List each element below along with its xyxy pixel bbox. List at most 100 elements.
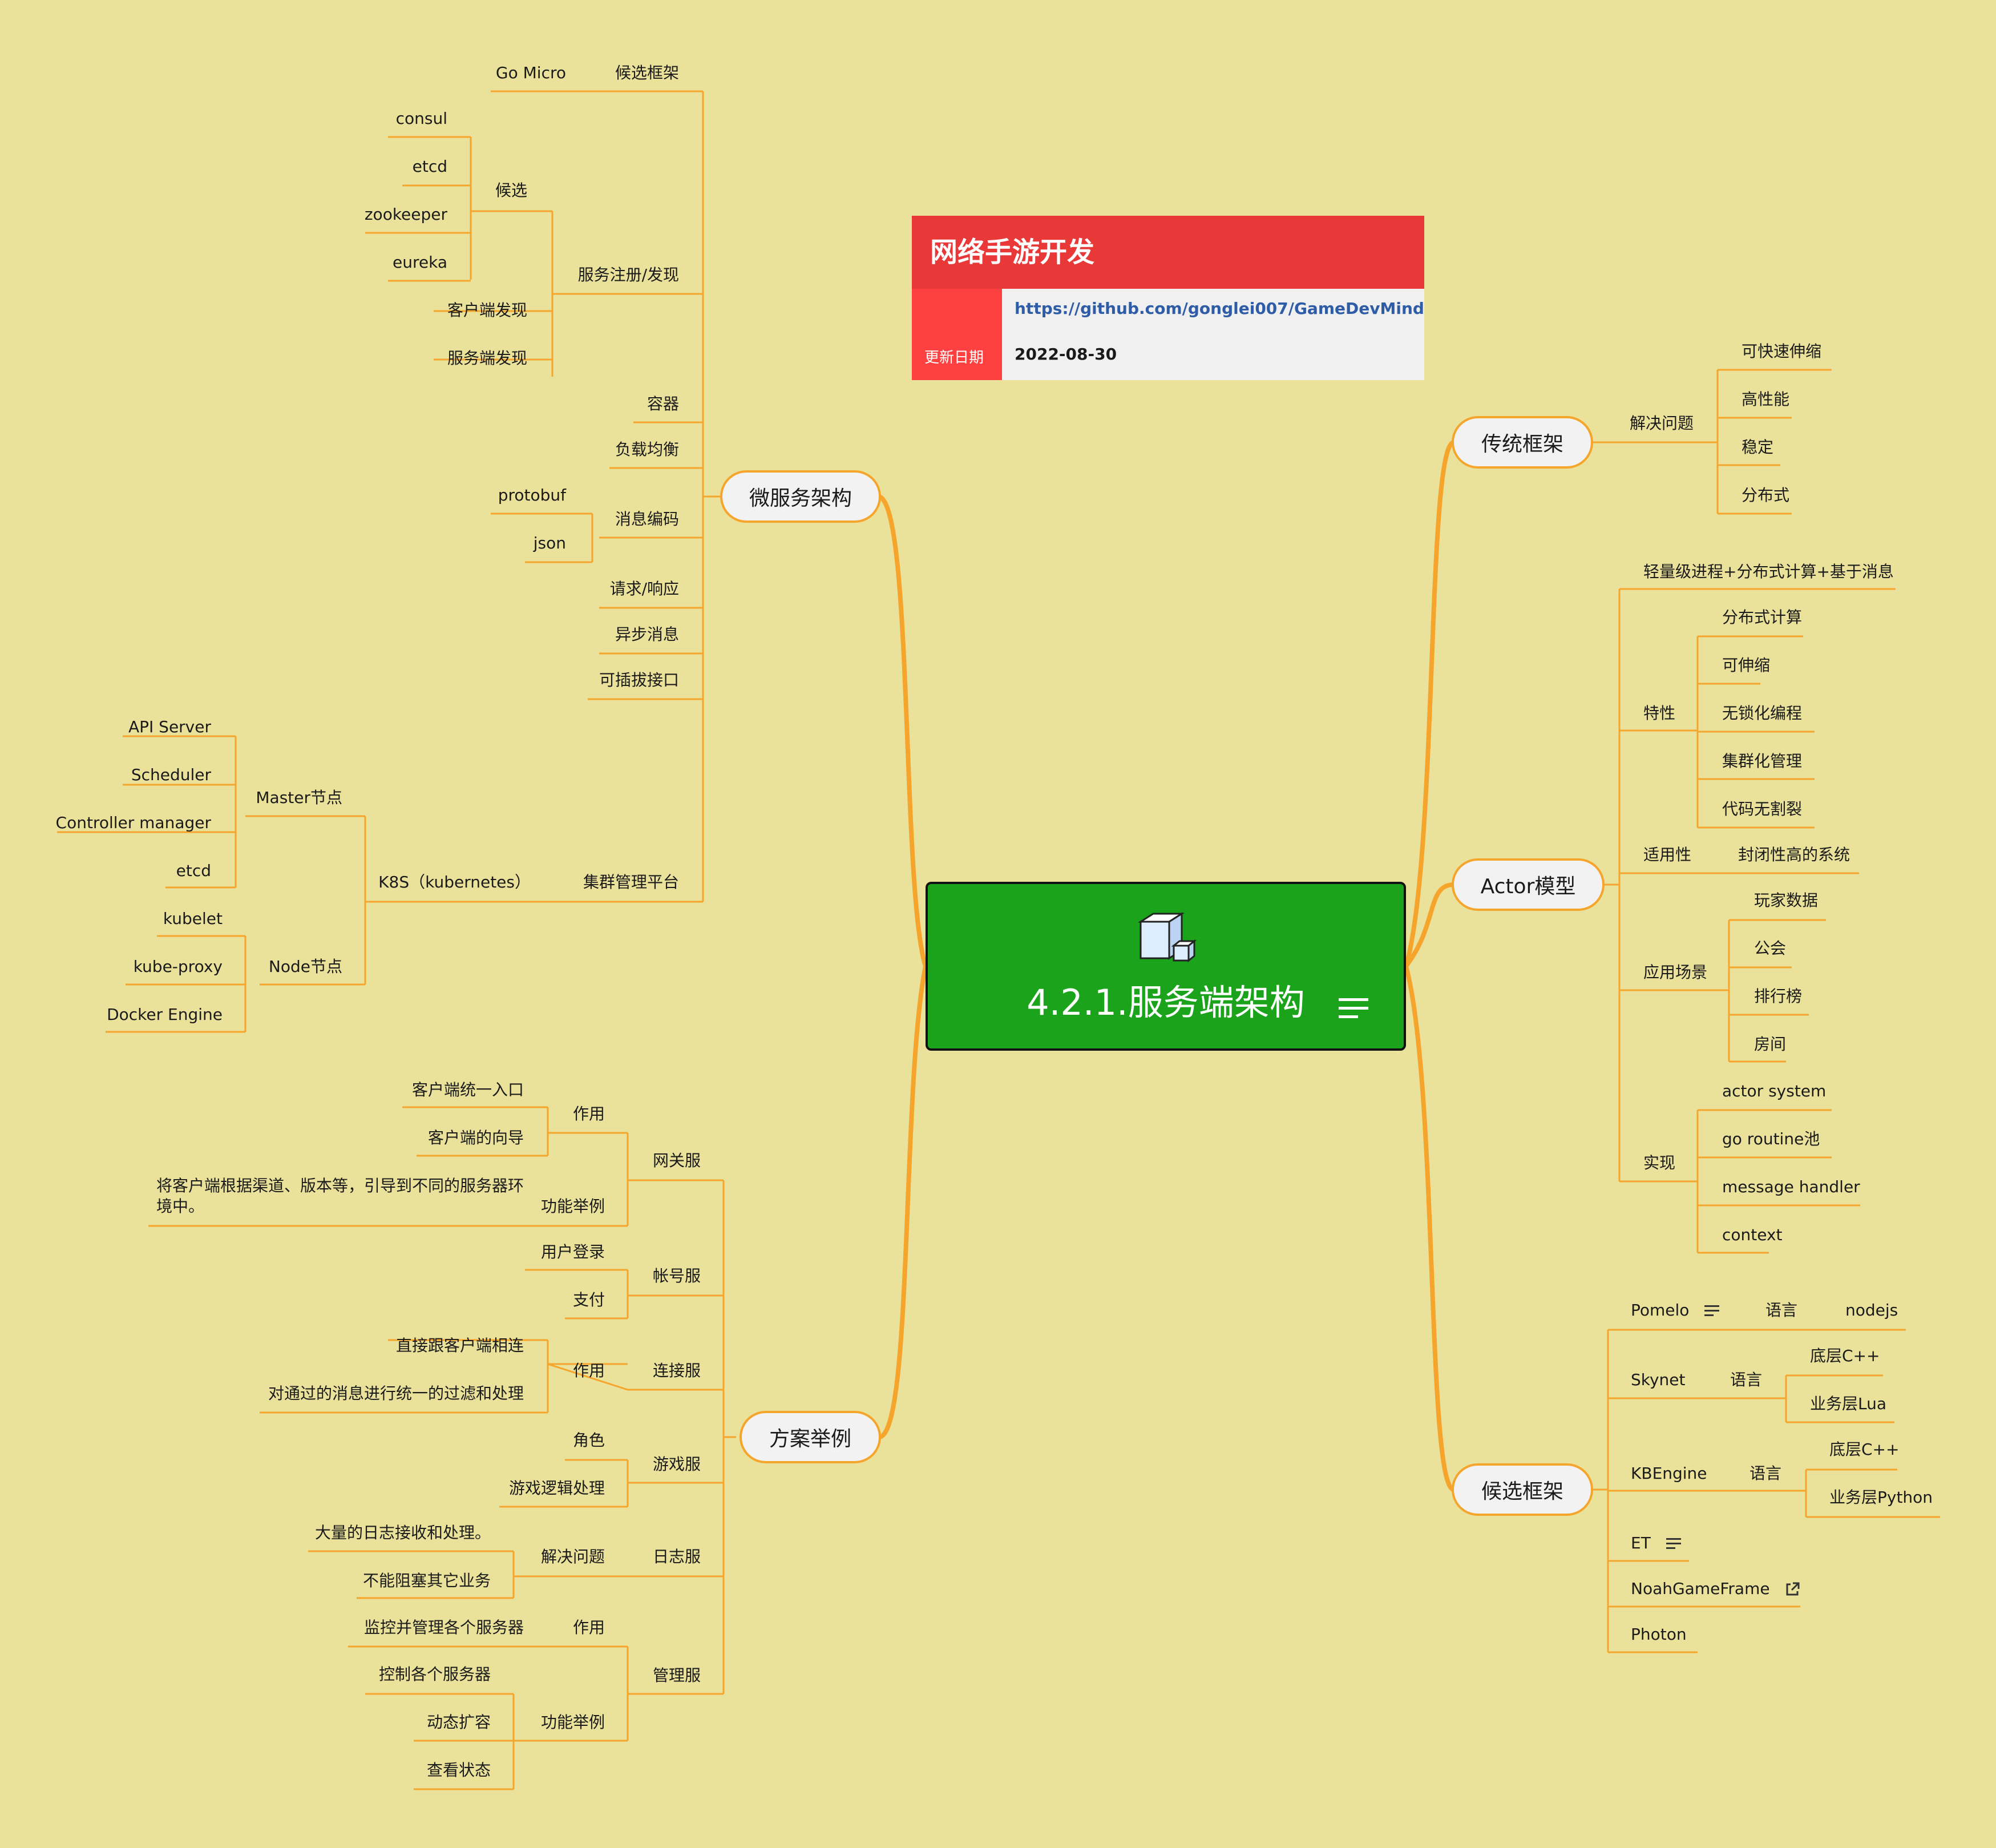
node-mgr-monitor[interactable]: 监控并管理各个服务器 bbox=[363, 1618, 524, 1637]
node-docker[interactable]: Docker Engine bbox=[107, 1005, 223, 1024]
node-protobuf[interactable]: protobuf bbox=[498, 486, 566, 505]
branch-microservices[interactable]: 微服务架构 bbox=[720, 470, 881, 523]
node-log[interactable]: 日志服 bbox=[652, 1547, 701, 1566]
node-s-room[interactable]: 房间 bbox=[1754, 1035, 1787, 1054]
branch-actor[interactable]: Actor模型 bbox=[1452, 858, 1605, 911]
node-json[interactable]: json bbox=[533, 534, 566, 552]
node-eureka[interactable]: eureka bbox=[393, 253, 447, 272]
node-game[interactable]: 游戏服 bbox=[652, 1455, 701, 1474]
node-noah[interactable]: NoahGameFrame bbox=[1631, 1579, 1800, 1599]
node-i-system[interactable]: actor system bbox=[1722, 1082, 1827, 1100]
node-trad-dist[interactable]: 分布式 bbox=[1742, 486, 1790, 505]
node-encoding[interactable]: 消息编码 bbox=[615, 510, 679, 528]
node-kb-cpp[interactable]: 底层C++ bbox=[1829, 1440, 1900, 1459]
node-i-context[interactable]: context bbox=[1722, 1225, 1783, 1244]
node-conn-filter[interactable]: 对通过的消息进行统一的过滤和处理 bbox=[268, 1384, 524, 1403]
node-gw-role[interactable]: 作用 bbox=[572, 1104, 605, 1123]
node-f-cluster[interactable]: 集群化管理 bbox=[1722, 752, 1803, 770]
node-kb-lang[interactable]: 语言 bbox=[1749, 1464, 1782, 1483]
node-skynet[interactable]: Skynet bbox=[1631, 1370, 1686, 1389]
node-gw-example-text[interactable]: 将客户端根据渠道、版本等，引导到不同的服务器环境中。 bbox=[156, 1176, 524, 1216]
node-pay[interactable]: 支付 bbox=[572, 1290, 605, 1309]
node-nodejs[interactable]: nodejs bbox=[1845, 1301, 1898, 1320]
branch-traditional[interactable]: 传统框架 bbox=[1452, 416, 1593, 469]
node-log-solve[interactable]: 解决问题 bbox=[540, 1547, 605, 1566]
node-s-rank[interactable]: 排行榜 bbox=[1754, 987, 1803, 1006]
node-s-player[interactable]: 玩家数据 bbox=[1754, 891, 1819, 910]
node-f-lockfree[interactable]: 无锁化编程 bbox=[1722, 704, 1803, 723]
node-cluster[interactable]: 集群管理平台 bbox=[583, 873, 679, 891]
node-kube-proxy[interactable]: kube-proxy bbox=[133, 957, 223, 976]
node-role-char[interactable]: 角色 bbox=[572, 1431, 605, 1450]
node-i-pool[interactable]: go routine池 bbox=[1722, 1129, 1820, 1148]
node-actor-scenes[interactable]: 应用场景 bbox=[1643, 963, 1708, 982]
node-manage[interactable]: 管理服 bbox=[652, 1666, 701, 1685]
node-actor-impl[interactable]: 实现 bbox=[1643, 1153, 1676, 1172]
node-log-noblock[interactable]: 不能阻塞其它业务 bbox=[362, 1571, 491, 1590]
node-f-seamless[interactable]: 代码无割裂 bbox=[1722, 800, 1803, 818]
node-log-big[interactable]: 大量的日志接收和处理。 bbox=[314, 1523, 491, 1542]
node-candidates[interactable]: 候选 bbox=[495, 181, 527, 200]
node-pomelo[interactable]: Pomelo bbox=[1631, 1300, 1720, 1321]
node-f-dist[interactable]: 分布式计算 bbox=[1722, 608, 1803, 627]
node-registry[interactable]: 服务注册/发现 bbox=[577, 265, 679, 284]
node-mgr-scale[interactable]: 动态扩容 bbox=[426, 1713, 491, 1732]
node-actor-features[interactable]: 特性 bbox=[1643, 704, 1676, 723]
node-s-guild[interactable]: 公会 bbox=[1754, 939, 1787, 958]
node-gateway[interactable]: 网关服 bbox=[652, 1151, 701, 1170]
node-client-discovery[interactable]: 客户端发现 bbox=[447, 301, 527, 320]
node-server-discovery[interactable]: 服务端发现 bbox=[447, 349, 527, 368]
node-mgr-status[interactable]: 查看状态 bbox=[426, 1761, 491, 1780]
node-sk-lua[interactable]: 业务层Lua bbox=[1810, 1394, 1887, 1413]
node-candidate-framework[interactable]: 候选框架 bbox=[615, 63, 679, 82]
external-link-icon[interactable] bbox=[1785, 1582, 1800, 1597]
node-mgr-example[interactable]: 功能举例 bbox=[540, 1713, 605, 1732]
node-photon[interactable]: Photon bbox=[1631, 1625, 1687, 1644]
node-go-micro[interactable]: Go Micro bbox=[495, 63, 566, 82]
node-req-resp[interactable]: 请求/响应 bbox=[609, 579, 679, 598]
node-master[interactable]: Master节点 bbox=[256, 788, 342, 807]
node-closed-system[interactable]: 封闭性高的系统 bbox=[1738, 845, 1850, 864]
node-trad-solve[interactable]: 解决问题 bbox=[1630, 414, 1694, 433]
node-kubelet[interactable]: kubelet bbox=[163, 909, 223, 928]
node-pluggable[interactable]: 可插拔接口 bbox=[599, 671, 679, 689]
node-actor-applicable[interactable]: 适用性 bbox=[1643, 845, 1692, 864]
node-gw-example[interactable]: 功能举例 bbox=[540, 1197, 605, 1216]
repo-link[interactable]: https://github.com/gonglei007/GameDevMin… bbox=[1015, 299, 1424, 318]
node-api-server[interactable]: API Server bbox=[128, 717, 211, 736]
node-skynet-lang[interactable]: 语言 bbox=[1730, 1370, 1763, 1389]
node-f-scale[interactable]: 可伸缩 bbox=[1722, 656, 1771, 675]
node-et[interactable]: ET bbox=[1631, 1533, 1682, 1554]
notes-icon[interactable] bbox=[1704, 1305, 1720, 1317]
node-kb-python[interactable]: 业务层Python bbox=[1829, 1488, 1933, 1507]
node-zookeeper[interactable]: zookeeper bbox=[364, 205, 447, 224]
node-pomelo-lang[interactable]: 语言 bbox=[1765, 1301, 1798, 1320]
node-etcd2[interactable]: etcd bbox=[176, 861, 211, 880]
node-async-msg[interactable]: 异步消息 bbox=[615, 625, 679, 644]
node-node[interactable]: Node节点 bbox=[268, 957, 342, 976]
node-gw-entry[interactable]: 客户端统一入口 bbox=[411, 1080, 524, 1099]
node-load-balance[interactable]: 负载均衡 bbox=[615, 440, 679, 459]
node-game-logic[interactable]: 游戏逻辑处理 bbox=[508, 1479, 605, 1498]
node-scheduler[interactable]: Scheduler bbox=[131, 765, 211, 784]
node-mgr-control[interactable]: 控制各个服务器 bbox=[378, 1665, 491, 1684]
node-trad-perf[interactable]: 高性能 bbox=[1742, 390, 1790, 409]
node-controller[interactable]: Controller manager bbox=[55, 813, 211, 832]
node-login[interactable]: 用户登录 bbox=[540, 1242, 605, 1261]
node-conn-direct[interactable]: 直接跟客户端相连 bbox=[395, 1336, 524, 1355]
node-consul[interactable]: consul bbox=[395, 109, 447, 128]
node-gw-guide[interactable]: 客户端的向导 bbox=[427, 1128, 524, 1147]
node-account[interactable]: 帐号服 bbox=[652, 1266, 701, 1285]
node-mgr-role[interactable]: 作用 bbox=[572, 1618, 605, 1637]
notes-icon[interactable] bbox=[1338, 996, 1369, 1021]
branch-candidates[interactable]: 候选框架 bbox=[1452, 1463, 1593, 1516]
node-k8s[interactable]: K8S（kubernetes） bbox=[378, 873, 531, 891]
node-kbengine[interactable]: KBEngine bbox=[1631, 1464, 1707, 1483]
node-trad-stable[interactable]: 稳定 bbox=[1742, 438, 1774, 457]
node-i-handler[interactable]: message handler bbox=[1722, 1177, 1860, 1196]
node-conn-role[interactable]: 作用 bbox=[572, 1361, 605, 1380]
node-container[interactable]: 容器 bbox=[647, 394, 679, 413]
notes-icon[interactable] bbox=[1666, 1538, 1682, 1550]
node-trad-scale[interactable]: 可快速伸缩 bbox=[1742, 342, 1822, 361]
node-connect[interactable]: 连接服 bbox=[652, 1361, 701, 1380]
